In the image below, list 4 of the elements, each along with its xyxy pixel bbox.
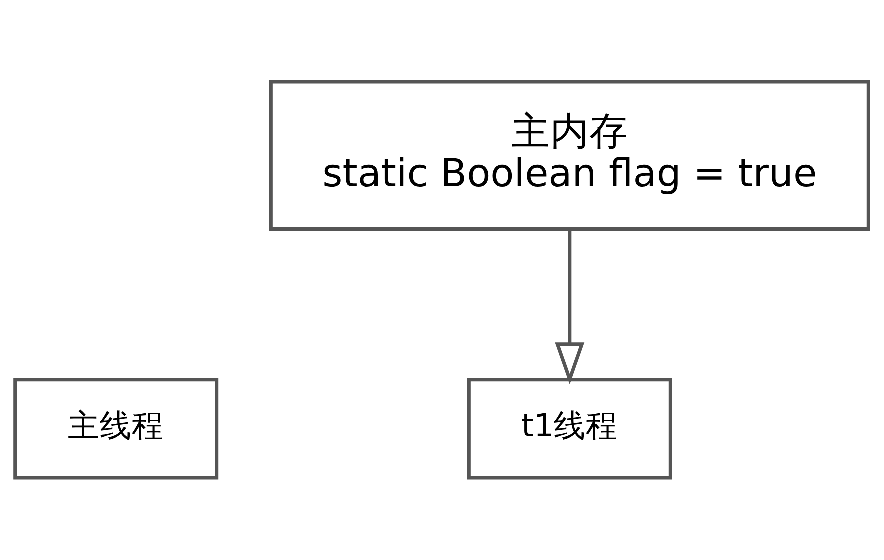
node-box: 主线程	[14, 378, 219, 480]
arrow	[555, 230, 585, 385]
node-box: t1线程	[467, 378, 672, 480]
node-box: 主内存 static Boolean flag = true	[269, 80, 870, 231]
